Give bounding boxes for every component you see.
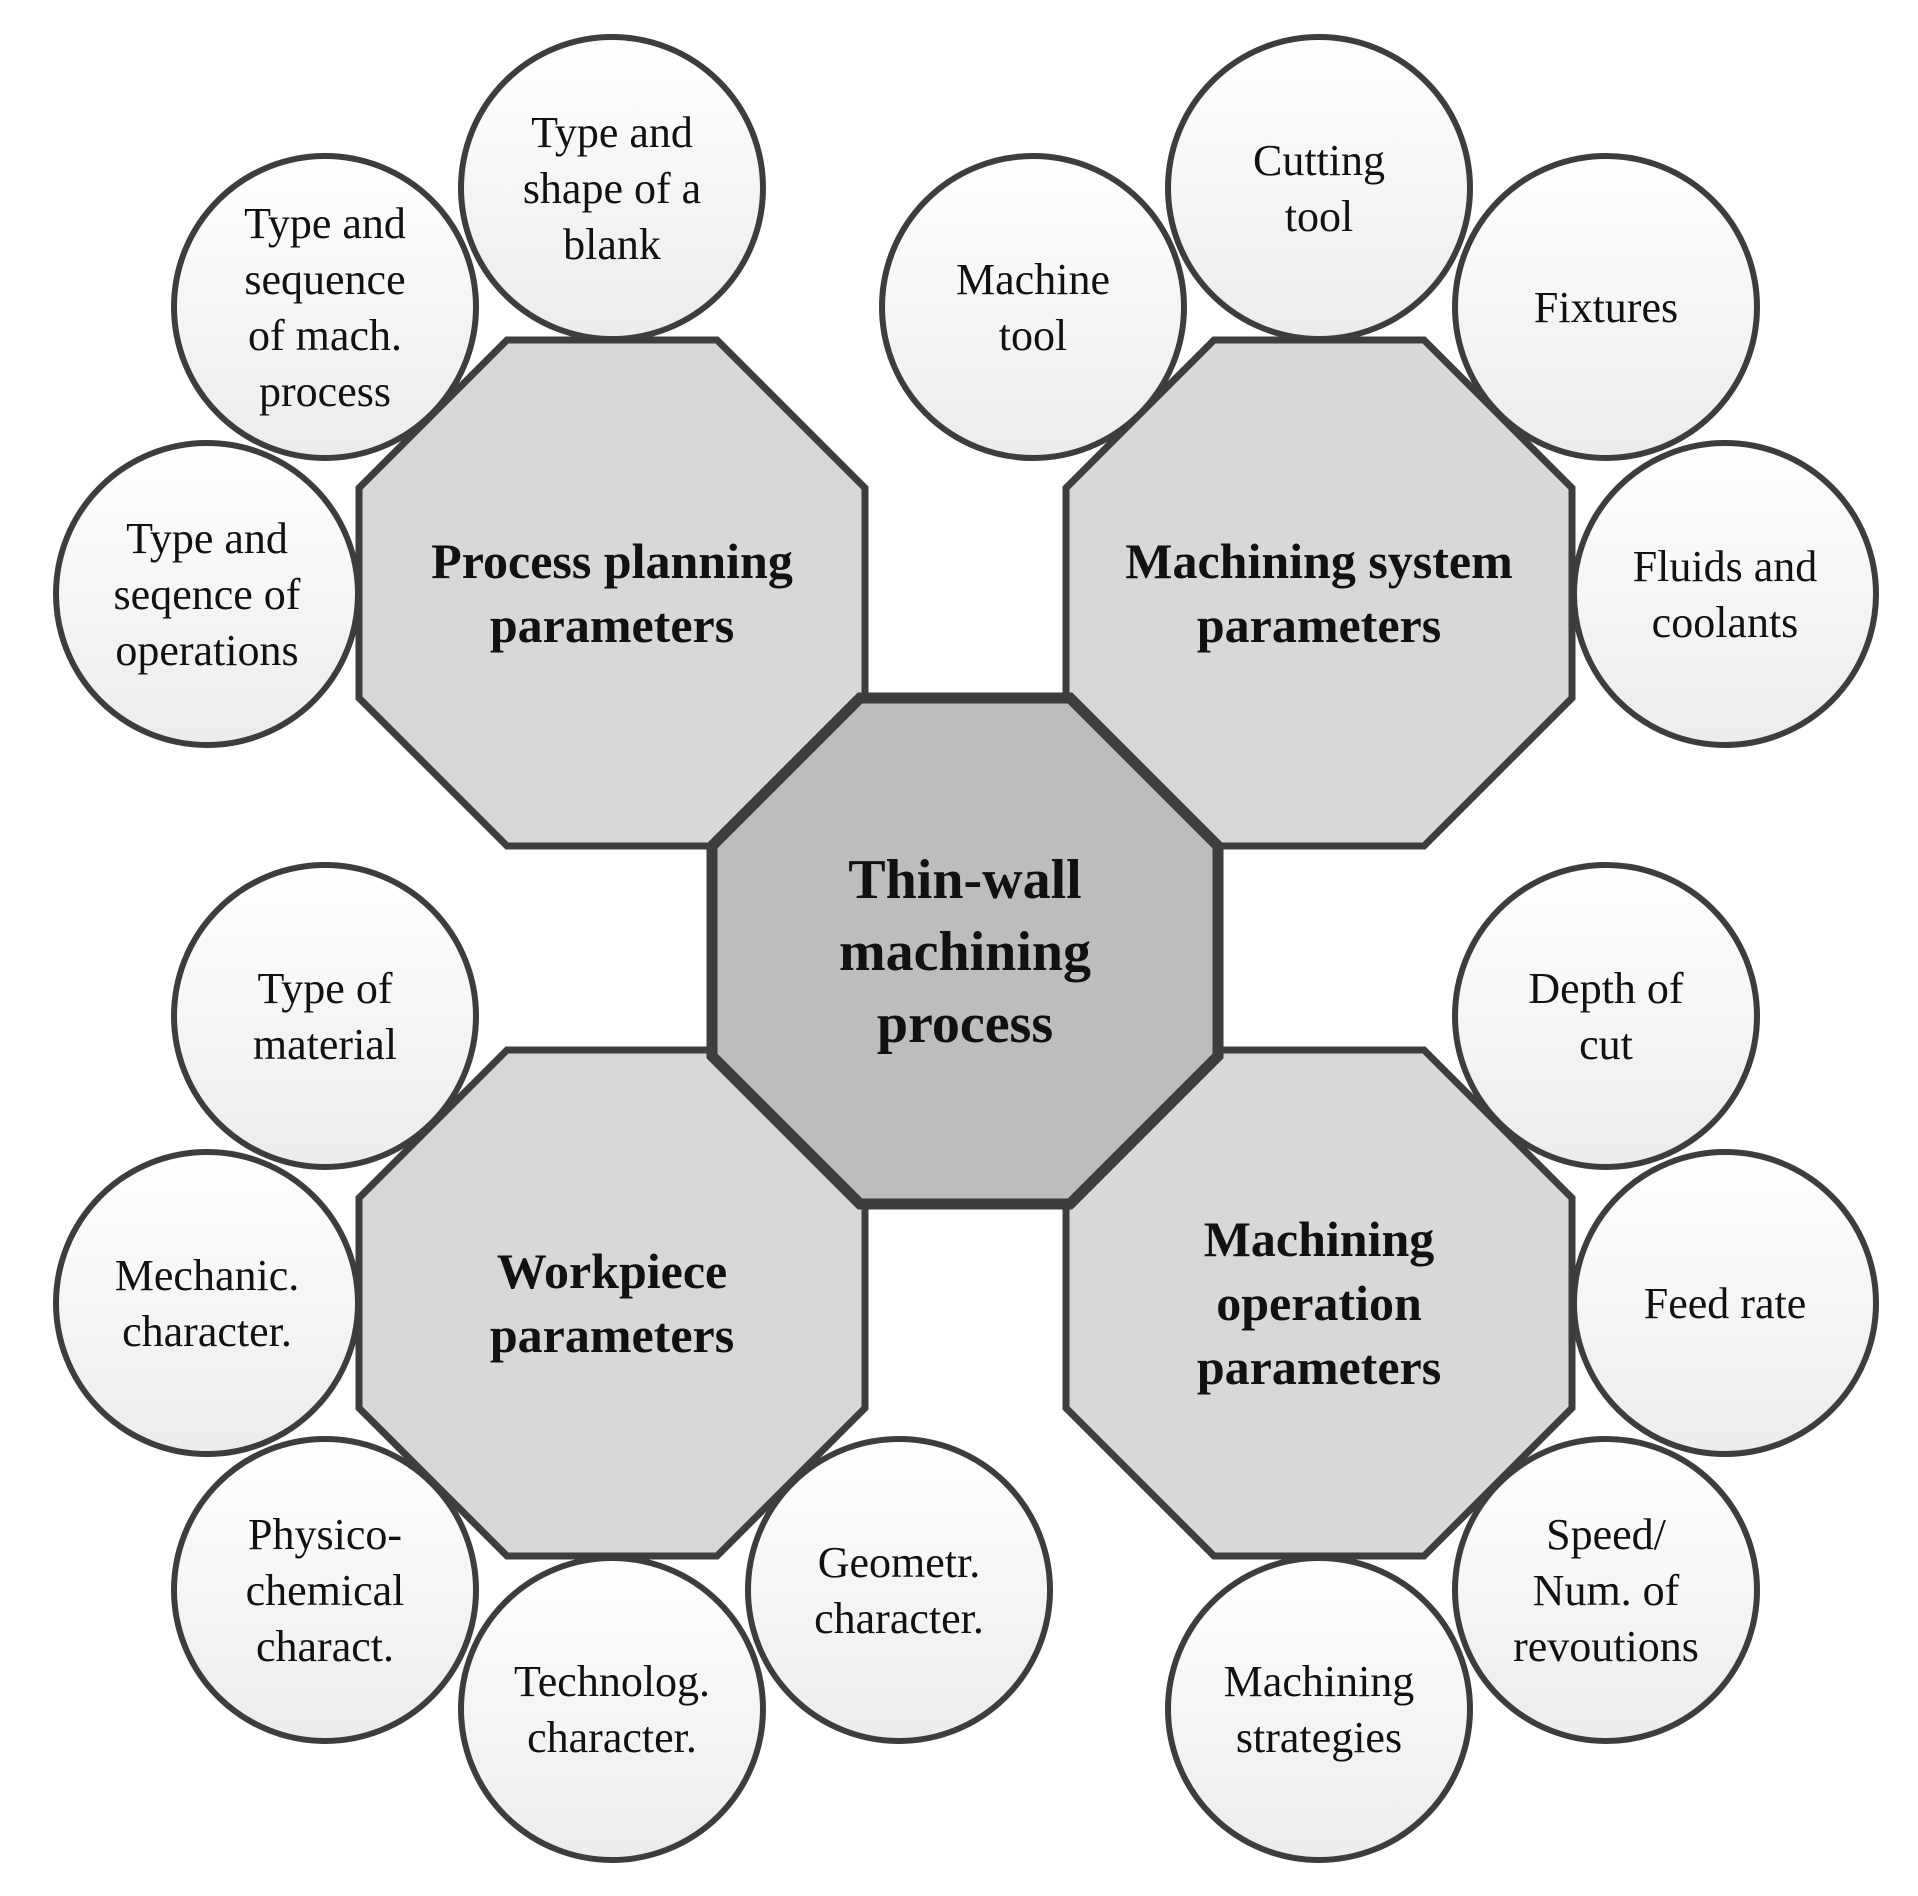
circle-technolog-character: Technolog.character.: [458, 1555, 766, 1863]
circle-label: Mechanic.character.: [115, 1251, 299, 1356]
octagon-machining-system: [1062, 336, 1576, 850]
circle-label: Technolog.character.: [514, 1657, 710, 1762]
circle-label: Geometr.character.: [814, 1538, 984, 1643]
circle-geometr-character: Geometr.character.: [745, 1436, 1053, 1744]
circle-mechanic-character: Mechanic.character.: [53, 1149, 361, 1457]
circle-label: Feed rate: [1644, 1279, 1806, 1328]
circle-feed-rate: Feed rate: [1571, 1149, 1879, 1457]
octagon-machining-operation: [1062, 1046, 1576, 1560]
circle-label: Fixtures: [1534, 283, 1678, 332]
octagon-center: [706, 692, 1224, 1210]
circle-fixtures: Fixtures: [1452, 153, 1760, 461]
